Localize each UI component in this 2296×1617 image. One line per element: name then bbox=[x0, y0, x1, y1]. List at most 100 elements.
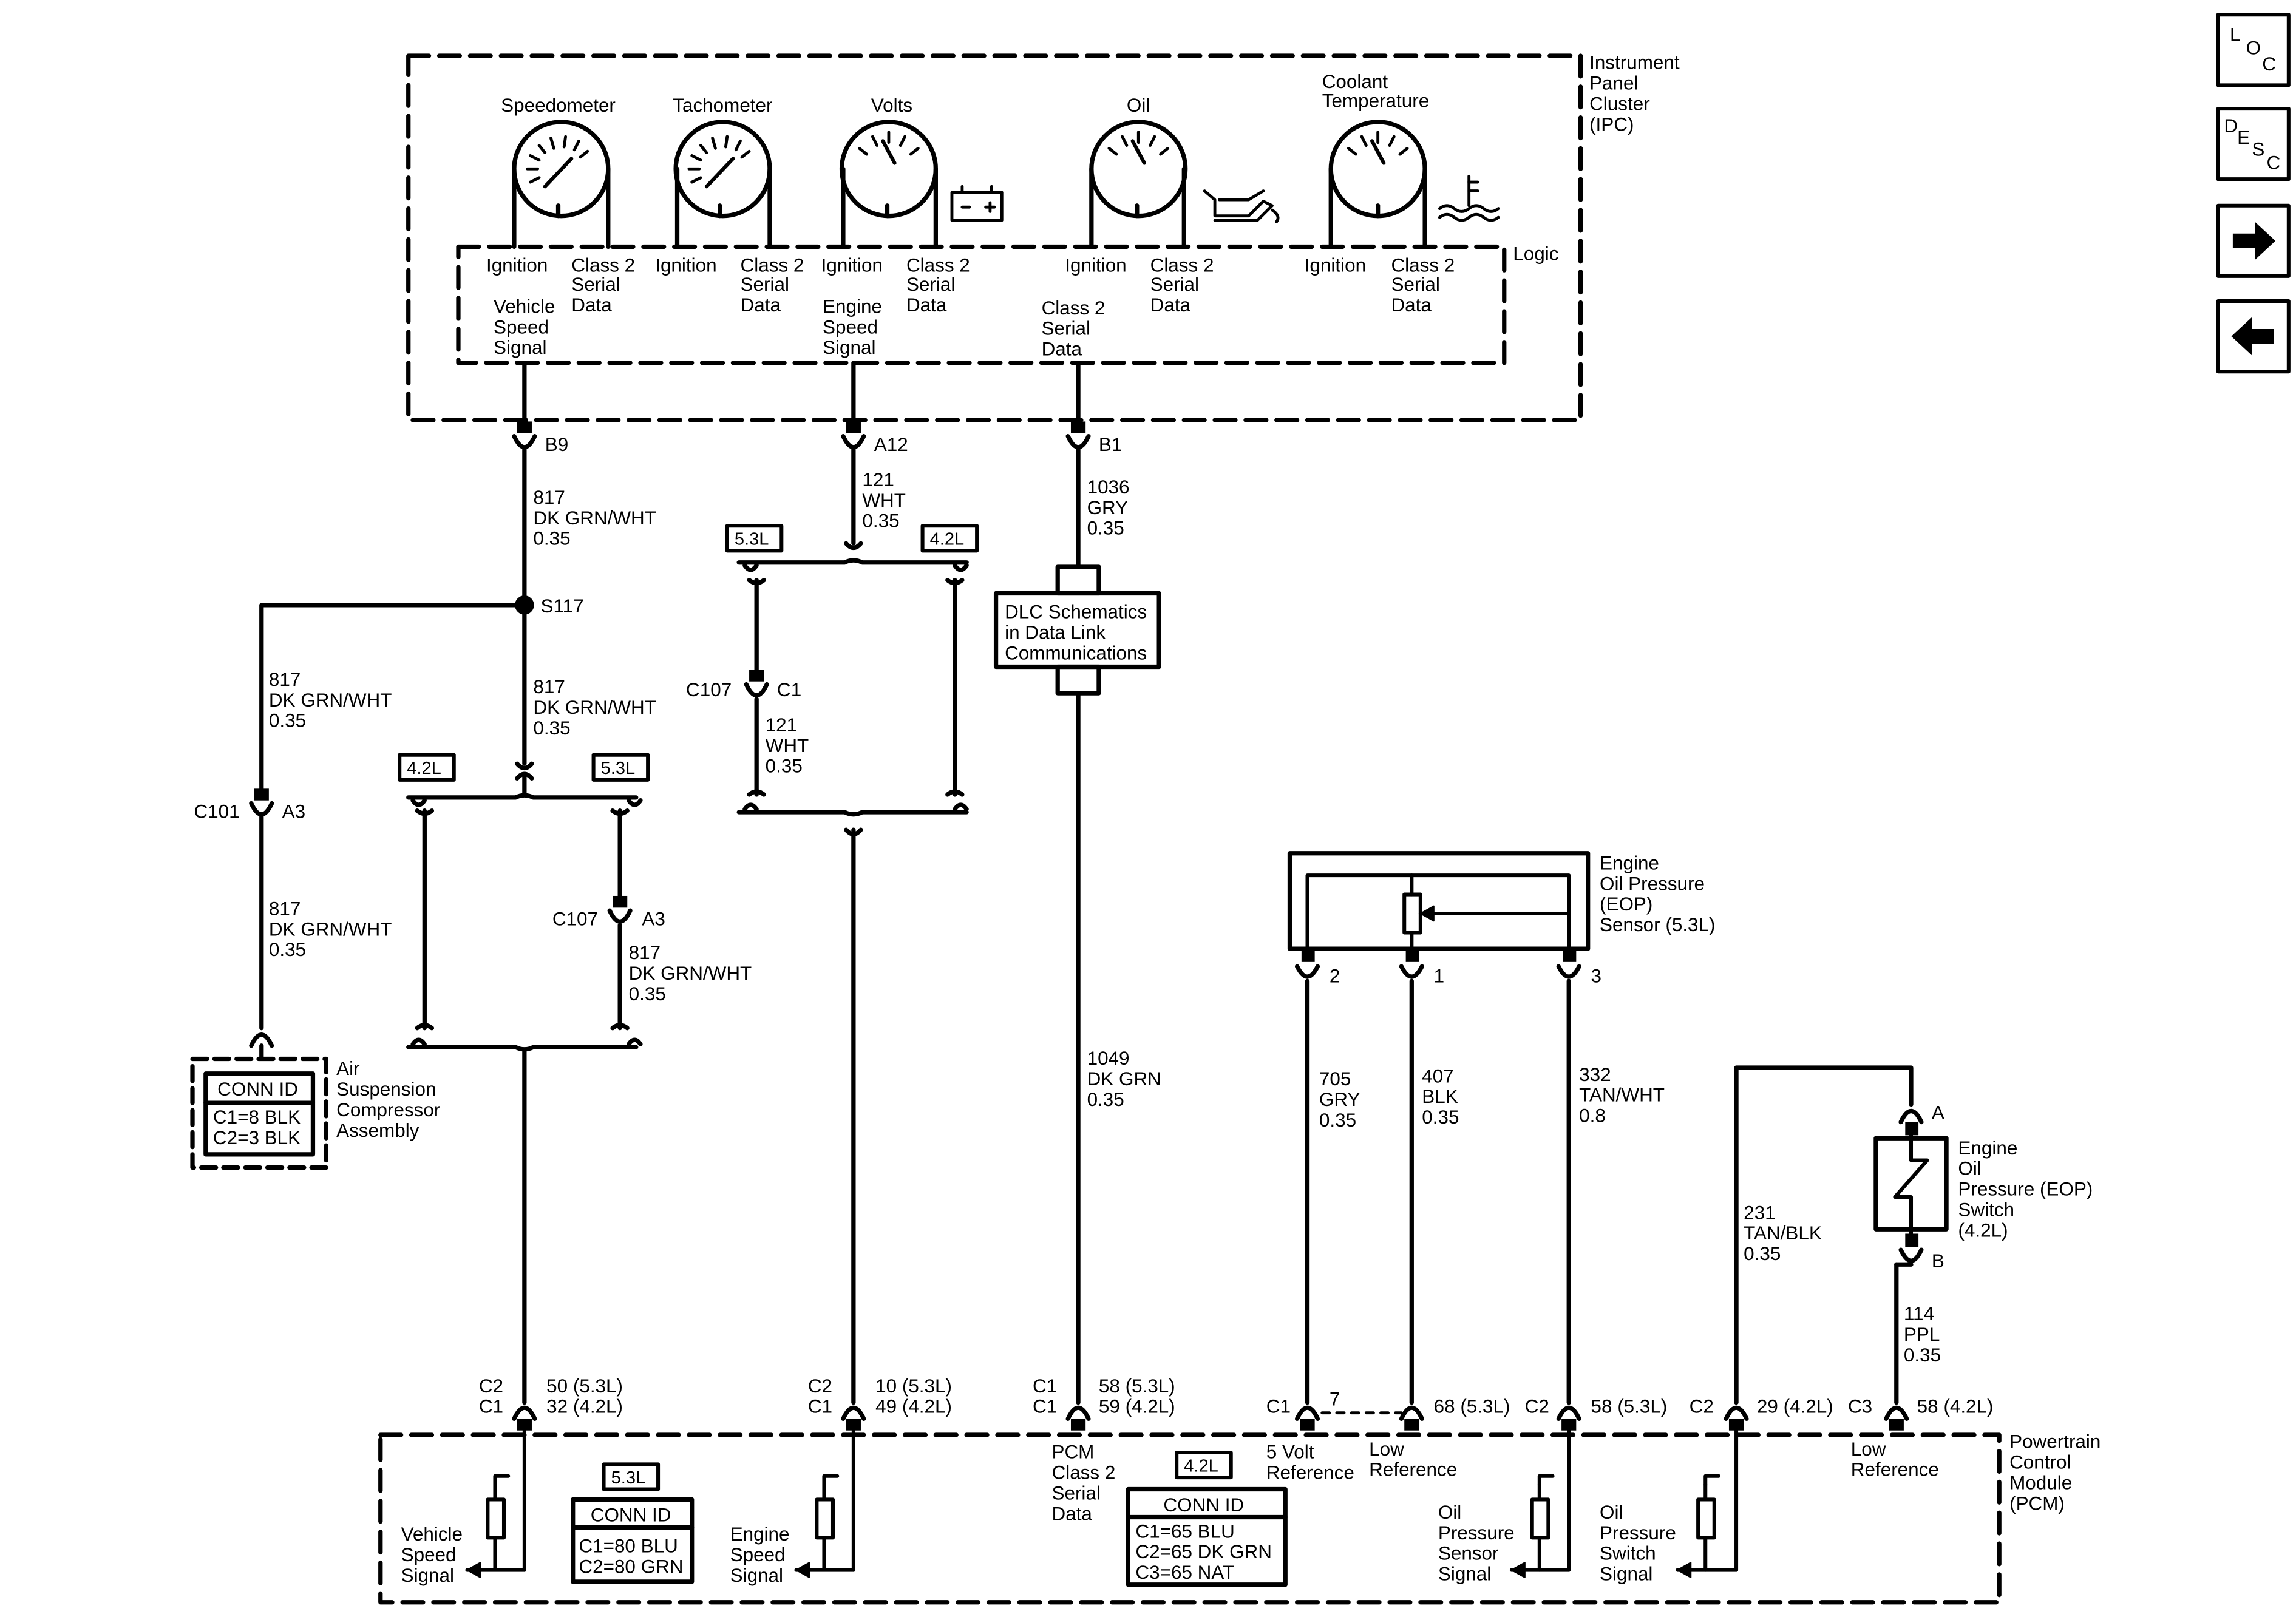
eop-pin3-label: 3 bbox=[1591, 966, 1601, 987]
connector-b9 bbox=[512, 421, 537, 450]
tag-53l-left bbox=[591, 753, 650, 782]
pcm-pin-ops bbox=[1556, 1405, 1581, 1431]
pcm-pin-data bbox=[1065, 1405, 1091, 1431]
loc-letter-o: O bbox=[2246, 38, 2261, 59]
pcm-lowref2-label-1: Low bbox=[1851, 1439, 1886, 1460]
wire-817-c107-2: DK GRN/WHT bbox=[629, 963, 752, 984]
pcm-data-num-2: 59 (4.2L) bbox=[1099, 1396, 1175, 1417]
ignition-label-2: Ignition bbox=[655, 255, 716, 276]
eop-sensor-box bbox=[1287, 851, 1591, 951]
class2-label-3a: Class 2 bbox=[906, 255, 970, 276]
eop-sensor-pin3 bbox=[1556, 949, 1581, 979]
pcm-circuit-osw bbox=[1676, 1428, 1739, 1578]
wire-817-left-2: DK GRN/WHT bbox=[269, 690, 392, 711]
class2-label-2a: Class 2 bbox=[741, 255, 804, 276]
eop-switch-pin-a: A bbox=[1932, 1102, 1944, 1124]
pcm-vss-conn-1: C2 bbox=[479, 1375, 503, 1397]
wire-121-top-1: 121 bbox=[862, 469, 894, 490]
air-suspension-outline bbox=[190, 1056, 328, 1170]
ipc-title-2: Panel bbox=[1589, 73, 1638, 94]
wire-817-mid-2: DK GRN/WHT bbox=[533, 697, 656, 718]
coolant-temperature-icon bbox=[1438, 174, 1500, 222]
wire-121-mid-2: WHT bbox=[766, 735, 809, 756]
pcm-ess-conn-1: C2 bbox=[808, 1375, 832, 1397]
wire-231-3: 0.35 bbox=[1744, 1243, 1781, 1264]
wire-231-1: 231 bbox=[1744, 1202, 1775, 1223]
eop-sensor-label-3: (EOP) bbox=[1600, 893, 1652, 915]
wire-332-3: 0.8 bbox=[1579, 1105, 1606, 1127]
pcm-vss-conn-2: C1 bbox=[479, 1396, 503, 1417]
pcm-vss-label-3: Signal bbox=[401, 1565, 454, 1586]
eop-pin2-label: 2 bbox=[1330, 966, 1340, 987]
pcm-ess-num-2: 49 (4.2L) bbox=[875, 1396, 952, 1417]
pcm-tag-42l bbox=[1175, 1450, 1233, 1480]
connector-c101 bbox=[249, 788, 274, 817]
dlc-box-line-1: DLC Schematics bbox=[1005, 602, 1147, 623]
ignition-label-3: Ignition bbox=[821, 255, 883, 276]
connector-c107-a3 bbox=[607, 895, 633, 924]
wire-114-1: 114 bbox=[1904, 1303, 1934, 1324]
wire-817-mid-1: 817 bbox=[533, 676, 565, 697]
prev-button[interactable] bbox=[2216, 299, 2291, 374]
next-button[interactable] bbox=[2216, 203, 2291, 278]
pcm-data-label-4: Data bbox=[1052, 1503, 1093, 1524]
pcm-circuit-ops bbox=[1509, 1428, 1571, 1578]
eop-sensor-pin1 bbox=[1399, 949, 1424, 979]
air-suspension-title-3: Compressor bbox=[336, 1099, 440, 1120]
pcm-osw-label-2: Pressure bbox=[1600, 1522, 1676, 1544]
vss-label-1: Vehicle bbox=[494, 296, 555, 317]
eop-switch-pin-b: B bbox=[1932, 1250, 1944, 1272]
connector-b9-label: B9 bbox=[545, 434, 568, 455]
wire-114-2: PPL bbox=[1904, 1324, 1940, 1345]
pcm-title-3: Module bbox=[2009, 1472, 2072, 1493]
ipc-data-label-a: Class 2 bbox=[1042, 297, 1106, 319]
wire-231-2: TAN/BLK bbox=[1744, 1222, 1822, 1244]
wire-114-3: 0.35 bbox=[1904, 1344, 1941, 1366]
desc-button[interactable] bbox=[2216, 107, 2291, 181]
class2-label-5c: Data bbox=[1391, 294, 1432, 316]
wire-1049-3: 0.35 bbox=[1087, 1089, 1124, 1110]
wire-817-top-3: 0.35 bbox=[533, 528, 570, 549]
pcm-title-2: Control bbox=[2009, 1452, 2071, 1473]
coolant-label-1: Coolant bbox=[1322, 71, 1388, 92]
coolant-label-2: Temperature bbox=[1322, 90, 1429, 112]
wire-407-1: 407 bbox=[1422, 1065, 1453, 1086]
pcm-vss-label-2: Speed bbox=[401, 1544, 457, 1565]
pcm-tag-53l-text: 5.3L bbox=[611, 1468, 645, 1488]
ipc-title-3: Cluster bbox=[1589, 93, 1650, 114]
oil-can-icon bbox=[1203, 189, 1280, 223]
pcm-ops-num: 58 (5.3L) bbox=[1591, 1396, 1668, 1417]
air-suspension-title-2: Suspension bbox=[336, 1079, 436, 1100]
connector-b1-label: B1 bbox=[1099, 434, 1122, 455]
pcm-conn-id-42-table bbox=[1126, 1486, 1288, 1587]
pcm-pin-5v-ref bbox=[1294, 1405, 1320, 1431]
ess-label-3: Signal bbox=[823, 337, 875, 358]
pcm-5v-conn: C1 bbox=[1266, 1396, 1291, 1417]
tachometer-gauge bbox=[673, 120, 772, 249]
wire-817-left-1: 817 bbox=[269, 669, 301, 690]
connector-c107-a-label: C107 bbox=[686, 679, 732, 700]
desc-letter-s: S bbox=[2252, 138, 2264, 160]
pcm-data-label-1: PCM bbox=[1052, 1442, 1095, 1463]
pcm-ops-label-2: Pressure bbox=[1438, 1522, 1515, 1544]
class2-label-1c: Data bbox=[571, 294, 612, 316]
pcm-vss-label-1: Vehicle bbox=[401, 1524, 463, 1545]
class2-label-2c: Data bbox=[741, 294, 781, 316]
pcm-5v-label-1: 5 Volt bbox=[1266, 1442, 1314, 1463]
wire-817-c107-3: 0.35 bbox=[629, 983, 666, 1005]
wire-332-1: 332 bbox=[1579, 1064, 1611, 1085]
desc-letter-c: C bbox=[2267, 152, 2281, 173]
connector-c107-b-pin: A3 bbox=[642, 908, 665, 929]
pcm-conn-id-53-table bbox=[571, 1497, 695, 1584]
eop-switch-label-5: (4.2L) bbox=[1958, 1219, 2008, 1241]
class2-label-5b: Serial bbox=[1391, 274, 1439, 295]
pcm-vss-num-1: 50 (5.3L) bbox=[546, 1375, 623, 1397]
dlc-box-line-2: in Data Link bbox=[1005, 622, 1106, 643]
wire-1036-2: GRY bbox=[1087, 497, 1129, 518]
wire-407-3: 0.35 bbox=[1422, 1107, 1459, 1128]
connector-c107-a-pin: C1 bbox=[777, 679, 801, 700]
pcm-title-1: Powertrain bbox=[2009, 1431, 2101, 1453]
wire-817-left-3: 0.35 bbox=[269, 710, 306, 731]
volts-label: Volts bbox=[871, 95, 912, 116]
loc-button[interactable] bbox=[2216, 13, 2291, 87]
